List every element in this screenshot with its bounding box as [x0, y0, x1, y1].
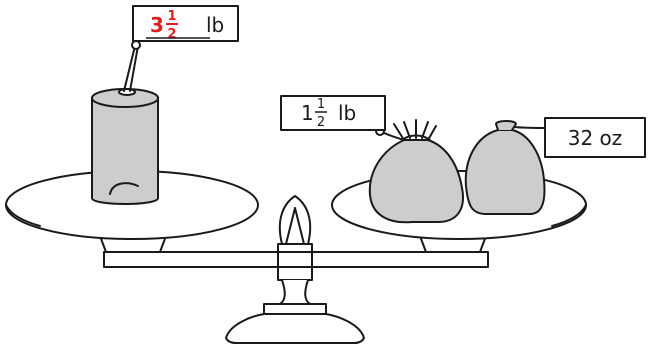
can-weight-whole: 3: [150, 13, 164, 37]
can-tag-label: 3 1 2 lb: [146, 9, 224, 42]
sack-weight-label: 32 oz: [568, 126, 623, 150]
can-object: [91, 88, 159, 205]
sack-tag: [544, 117, 646, 158]
can-tag: [132, 5, 239, 42]
pointer: [278, 195, 312, 245]
stand-base: [225, 313, 365, 344]
left-pan-support: [99, 235, 167, 253]
can-tag-string: [123, 45, 139, 92]
sack-object: [464, 120, 549, 215]
pivot-collar: [277, 243, 313, 281]
bag-weight-unit: lb: [338, 101, 356, 125]
bag-tag-label: 1 1 2 lb: [301, 97, 356, 130]
bag-tag: [280, 95, 386, 131]
can-weight-unit: lb: [206, 13, 224, 37]
bag-object: [368, 119, 464, 224]
bag-weight-whole: 1: [301, 101, 314, 125]
can-weight-numerator: 1: [167, 9, 176, 24]
stand-neck: [279, 279, 311, 305]
right-pan-support: [419, 235, 487, 253]
can-tag-hole: [131, 40, 141, 50]
scale-stand: [225, 195, 365, 344]
bag-weight-denominator: 2: [317, 115, 325, 130]
bag-weight-numerator: 1: [317, 97, 325, 112]
can-weight-denominator: 2: [167, 27, 176, 42]
